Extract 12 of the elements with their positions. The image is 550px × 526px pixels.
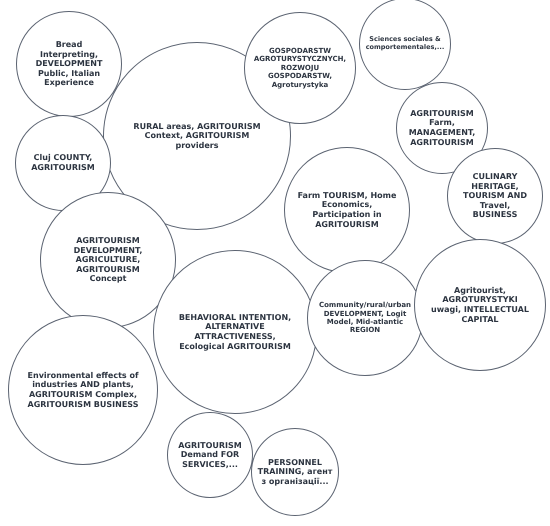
bubble-label: Environmental effects of industries AND plants, AGRITOURISM Complex, AGRITOURISM BUSINESS <box>26 370 140 410</box>
bubble-label: Bread Interpreting, DEVELOPMENT Public, Italian Experience <box>34 40 104 88</box>
bubble-label: BEHAVIORAL INTENTION, ALTERNATIVE ATTRACTIVENESS, Ecological AGRITOURISM <box>178 312 292 352</box>
bubble-label: AGRITOURISM DEVELOPMENT, AGRICULTURE, AGRITOURISM Concept <box>72 236 144 284</box>
bubble-label: Agritourist, AGROTURYSTYKI uwagi, INTELLECTUAL CAPITAL <box>430 286 530 324</box>
bubble-label: Farm TOURISM, Home Economics, Participation in AGRITOURISM <box>297 190 397 230</box>
bubble-label: AGRITOURISM Demand FOR SERVICES,... <box>177 440 243 470</box>
bubble-label: PERSONNEL TRAINING, агент з організації... <box>257 458 333 486</box>
bubble-label: CULINARY HERITAGE, TOURISM AND Travel, BUSINESS <box>462 172 528 220</box>
bubble-label: RURAL areas, AGRITOURISM Context, AGRITOURISM providers <box>132 122 262 150</box>
bubble-label: AGRITOURISM Farm, MANAGEMENT, AGRITOURISM <box>408 108 476 148</box>
bubble-label: Cluj COUNTY, AGRITOURISM <box>30 153 96 173</box>
